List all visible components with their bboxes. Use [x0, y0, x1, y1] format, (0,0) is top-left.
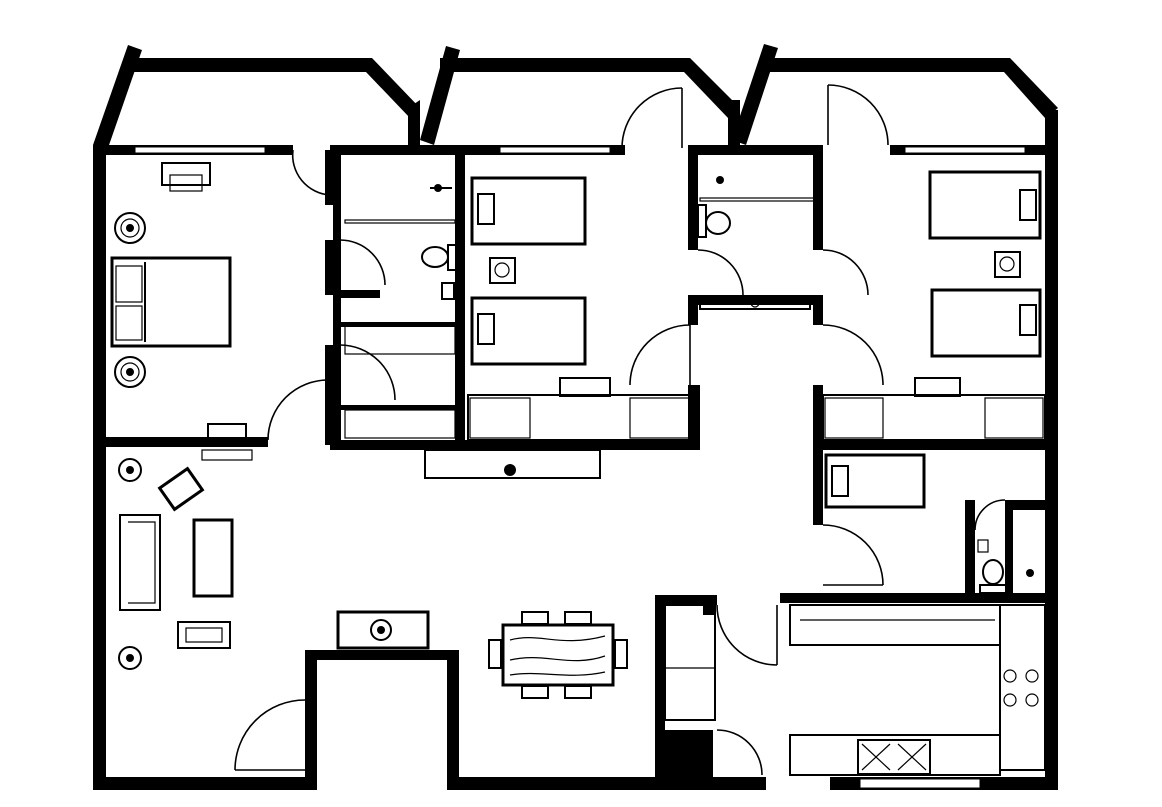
sink-icon — [857, 739, 931, 775]
exterior-walls — [93, 44, 1058, 790]
windows — [134, 146, 1026, 789]
doors — [234, 84, 1006, 776]
lamp-icon — [118, 646, 142, 670]
desk-chair-icon — [161, 162, 211, 192]
living-room — [118, 458, 430, 670]
dresser-icon — [424, 449, 601, 479]
side-table-icon — [157, 466, 205, 512]
master-bedroom — [110, 162, 457, 461]
closet-icon — [344, 325, 456, 439]
lamp-icon — [118, 458, 142, 482]
console-icon — [336, 610, 430, 650]
nightstand-lamp-icon — [114, 356, 146, 388]
drawer-icon — [469, 397, 691, 439]
sofa-icon — [119, 514, 161, 611]
interior-walls — [93, 150, 1055, 615]
dining-area — [488, 611, 628, 699]
tv-icon — [201, 423, 253, 461]
nightstand-lamp-icon — [114, 212, 146, 244]
kitchen — [664, 604, 1046, 776]
bathroom-3 — [977, 539, 1034, 594]
bedroom-3 — [822, 170, 1046, 509]
armchair-icon — [177, 621, 231, 649]
bathroom-2 — [697, 176, 816, 310]
toilet-icon — [421, 244, 457, 300]
bedroom-2 — [424, 176, 697, 479]
stove-icon — [1003, 669, 1039, 707]
